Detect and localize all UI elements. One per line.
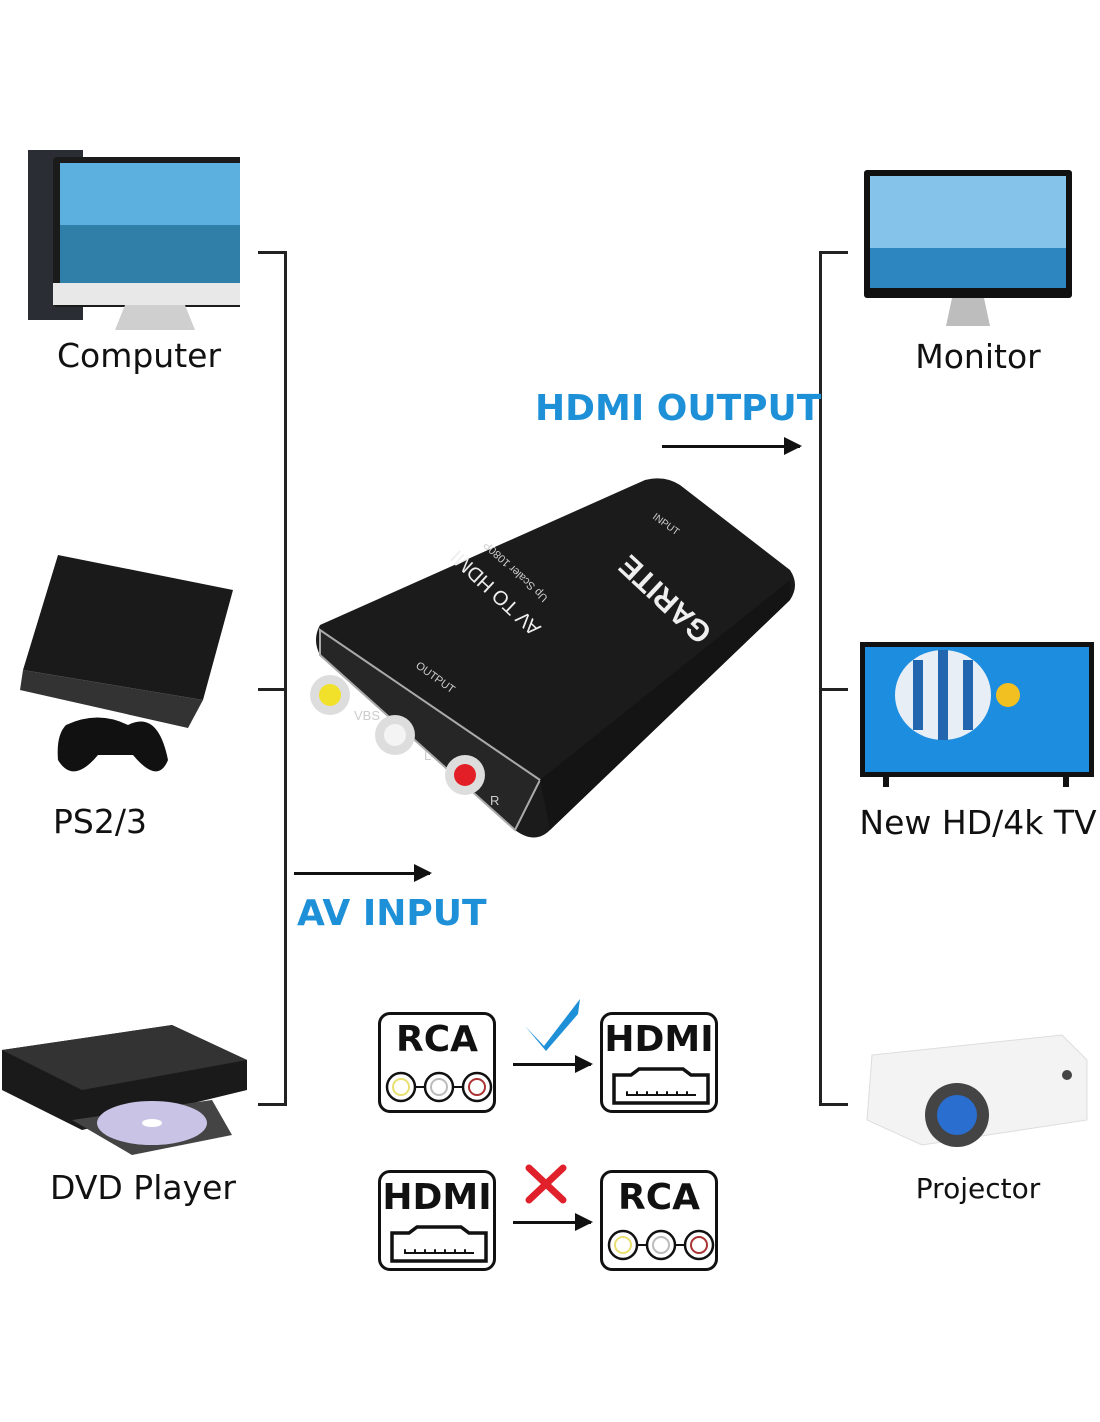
bracket-tick — [819, 1103, 848, 1106]
check-icon — [525, 999, 580, 1051]
display-label: Monitor — [915, 337, 1041, 376]
bracket-tick — [258, 688, 286, 691]
bracket-tick — [258, 1103, 286, 1106]
port-label-l: L — [424, 748, 431, 763]
hdmi-port-icon — [390, 1225, 488, 1263]
bracket-tick — [819, 251, 848, 254]
hdmi-output-label: HDMI OUTPUT — [535, 388, 822, 429]
bracket-tick — [819, 688, 848, 691]
hdmi-box: HDMI — [600, 1012, 718, 1113]
source-label: PS2/3 — [53, 802, 147, 841]
computer-icon — [28, 150, 240, 330]
display-bracket — [819, 251, 822, 1106]
cross-icon — [525, 1164, 567, 1204]
port-label-r: R — [490, 793, 499, 808]
av-input-label: AV INPUT — [297, 893, 487, 934]
display-label: New HD/4k TV — [859, 803, 1097, 842]
rca-label: RCA — [395, 1019, 478, 1060]
hdmi-box: HDMI — [378, 1170, 496, 1271]
tv-icon — [860, 642, 1094, 787]
hdmi-label: HDMI — [604, 1019, 714, 1060]
port-label-vbs: VBS — [354, 708, 380, 723]
rca-box: RCA — [600, 1170, 718, 1271]
source-label: DVD Player — [50, 1168, 236, 1207]
convert-arrow — [513, 1213, 593, 1231]
av-to-hdmi-converter: GARITE AV TO HDMI Up Scaler 1080P INPUT … — [310, 478, 795, 838]
source-label: Computer — [56, 336, 222, 375]
monitor-icon — [864, 170, 1072, 326]
convert-arrow — [513, 1055, 593, 1073]
rca-box: RCA — [378, 1012, 496, 1113]
game-console-icon — [20, 555, 233, 772]
hdmi-label: HDMI — [382, 1177, 492, 1218]
dvd-player-icon — [2, 1025, 247, 1155]
hdmi-port-icon — [612, 1067, 710, 1105]
display-label: Projector — [915, 1172, 1041, 1205]
bracket-tick — [258, 251, 286, 254]
source-bracket — [284, 251, 287, 1106]
rca-label: RCA — [617, 1177, 700, 1218]
rca-connectors-icon — [385, 1071, 493, 1103]
rca-connectors-icon — [607, 1229, 715, 1261]
input-arrow — [294, 864, 432, 882]
projector-icon — [866, 1034, 1088, 1147]
output-arrow — [662, 437, 802, 455]
